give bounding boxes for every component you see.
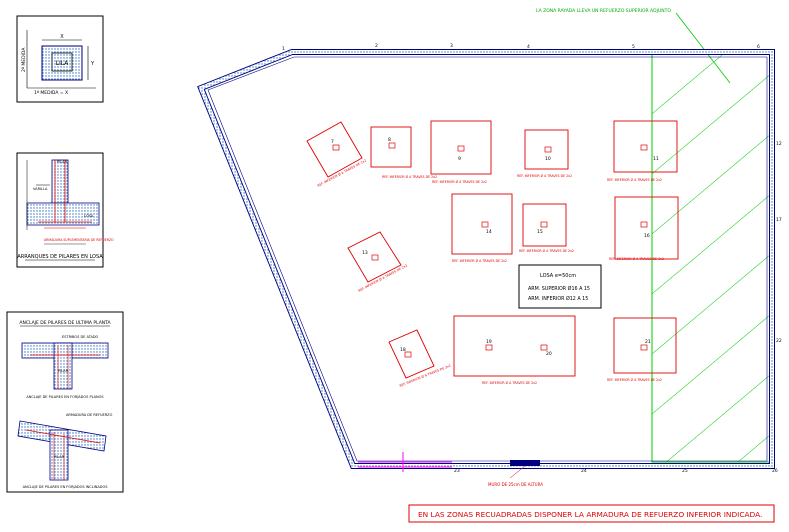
axis-top-4: 4 xyxy=(527,44,530,50)
pilar-center-label: LILA xyxy=(56,60,70,67)
anclaje-sub2: ANCLAJE DE PILARES EN FORJADOS INCLINADO… xyxy=(23,485,109,489)
slab-info-line1: LOSA e=50cm xyxy=(540,273,576,279)
anclaje-pilar-2: PILAR xyxy=(54,455,65,459)
pillar-20: 20 xyxy=(546,351,552,357)
axis-bottom-24: 24 xyxy=(581,468,587,474)
muro-label: MURO DE 25cm DE ALTURA xyxy=(488,482,543,487)
pillar-9: 9 xyxy=(458,156,461,162)
arranque-label-pilar: PILAR xyxy=(57,160,68,164)
pilar-axis-x: 1ª MEDIDA = X xyxy=(34,90,68,96)
arranque-label-losa: LOSA xyxy=(84,214,94,218)
green-hatched-zone xyxy=(651,51,772,463)
axis-right-12: 12 xyxy=(776,141,782,147)
pillar-13: 13 xyxy=(362,250,368,256)
slab-info-line3: ARM. INFERIOR Ø12 A 15 xyxy=(528,295,588,302)
pilar-dim-top: X xyxy=(60,34,64,40)
pilar-axis-y: 2ª MEDIDA xyxy=(21,47,27,72)
reinf-label-9: REF. INFERIOR Ø A TRAVES DE 2x2 xyxy=(432,179,487,184)
anclaje-sub1: ANCLAJE DE PILARES EN FORJADOS PLANOS xyxy=(26,395,104,399)
detail-pilar-dimensions: LILA X Y 2ª MEDIDA 1ª MEDIDA = X xyxy=(16,15,104,103)
floor-plan: LA ZONA RAYADA LLEVA UN REFUERZO SUPERIO… xyxy=(197,8,782,487)
reinf-label-14: REF. INFERIOR Ø A TRAVES DE 2x2 xyxy=(452,258,507,263)
muro-segment xyxy=(510,460,540,466)
detail-anclaje: ANCLAJE DE PILARES DE ULTIMA PLANTA ESTR… xyxy=(6,311,124,493)
axis-bottom-25: 25 xyxy=(682,468,688,474)
axis-bottom-26: 26 xyxy=(772,468,778,474)
pillar-8: 8 xyxy=(388,137,391,143)
reinf-label-15: REF. INFERIOR Ø A TRAVES DE 2x2 xyxy=(519,248,574,253)
pillar-10: 10 xyxy=(545,156,551,162)
axis-top-1: 1 xyxy=(282,46,285,52)
axis-top-6: 6 xyxy=(757,44,760,50)
reinf-label-10: REF. INFERIOR Ø A TRAVES DE 2x2 xyxy=(517,173,572,178)
axis-bottom-23: 23 xyxy=(454,468,460,474)
reinf-label-11: REF. INFERIOR Ø A TRAVES DE 2x2 xyxy=(607,177,662,182)
pillar-7: 7 xyxy=(331,139,334,145)
axis-right-17: 17 xyxy=(776,217,782,223)
pillar-16: 16 xyxy=(644,233,650,239)
anclaje-note-top: ESTRIBOS DE ATADO xyxy=(62,335,99,339)
pillar-18: 18 xyxy=(400,347,406,353)
hatch-zone-note: LA ZONA RAYADA LLEVA UN REFUERZO SUPERIO… xyxy=(536,8,671,14)
pillar-19: 19 xyxy=(486,339,492,345)
axis-top-3: 3 xyxy=(450,43,453,49)
pilar-dim-side: Y xyxy=(90,61,95,67)
axis-top-2: 2 xyxy=(375,43,378,49)
detail-arranque: PILAR VARILLA LOSA ARMADURA SUPLEMENTARI… xyxy=(16,152,114,268)
anclaje-pilar-1: PILAR xyxy=(58,369,69,373)
arranque-note: ARMADURA SUPLEMENTARIA DE REFUERZO xyxy=(44,238,114,242)
pillar-21: 21 xyxy=(645,339,651,345)
axis-top-5: 5 xyxy=(632,44,635,50)
reinf-label-13: REF. INFERIOR Ø A TRAVES DE 2x2 xyxy=(357,263,408,293)
reinf-label-16: REF. INFERIOR Ø A TRAVES DE 2x2 xyxy=(609,256,664,261)
reinf-label-8: REF. INFERIOR Ø A TRAVES DE 2x2 xyxy=(382,174,437,179)
reinf-label-18: REF. INFERIOR Ø A TRAVES DE 2x2 xyxy=(399,363,452,388)
footer-note: EN LAS ZONAS RECUADRADAS DISPONER LA ARM… xyxy=(418,510,762,519)
reinf-label-21: REF. INFERIOR Ø A TRAVES DE 2x2 xyxy=(607,377,662,382)
pillar-11: 11 xyxy=(653,156,659,162)
pillar-15: 15 xyxy=(537,229,543,235)
footer-note-box xyxy=(408,504,775,523)
pillar-14: 14 xyxy=(486,229,492,235)
reinf-label-19: REF. INFERIOR Ø A TRAVES DE 2x2 xyxy=(482,380,537,385)
axis-right-22: 22 xyxy=(776,338,782,344)
arranque-title: ARRANQUES DE PILARES EN LOSA xyxy=(17,254,103,260)
slab-info-line2: ARM. SUPERIOR Ø16 A 15 xyxy=(528,285,590,292)
reinf-label-7: REF. INFERIOR Ø A TRAVES DE 2x2 xyxy=(316,158,367,188)
arranque-label-varilla: VARILLA xyxy=(33,187,48,191)
anclaje-note-mid: ARMADURA DE REFUERZO xyxy=(66,413,113,417)
anclaje-title: ANCLAJE DE PILARES DE ULTIMA PLANTA xyxy=(19,320,111,326)
slab-info-box xyxy=(518,264,602,309)
